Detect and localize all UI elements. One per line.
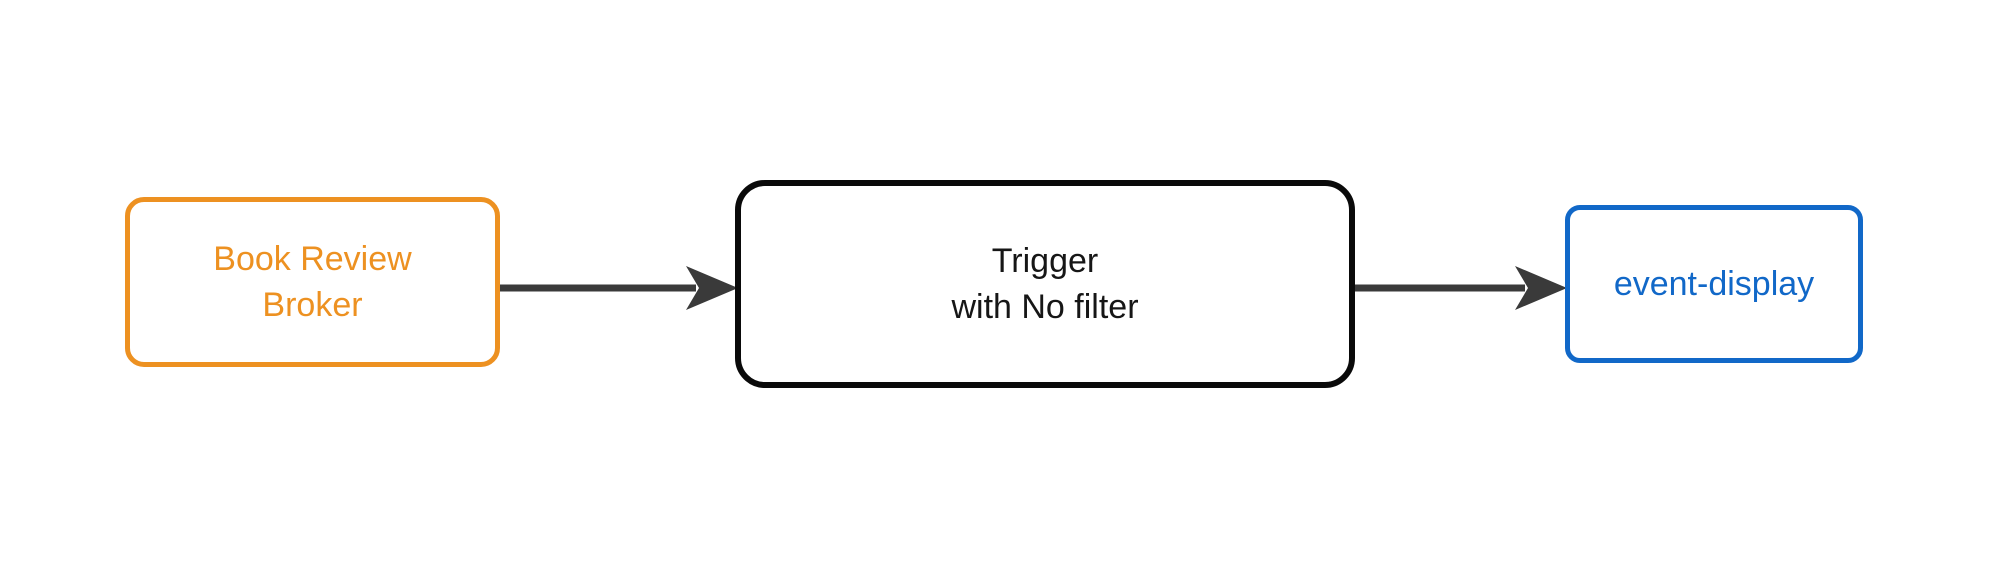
node-trigger-label-line-2: with No filter <box>951 288 1139 326</box>
node-trigger-label-line-1: Trigger <box>991 241 1099 280</box>
edge-trigger-to-sink <box>1355 260 1567 316</box>
edge-broker-to-trigger <box>500 260 738 316</box>
node-trigger[interactable]: Trigger with No filter <box>735 180 1355 388</box>
arrowhead-icon <box>686 266 738 310</box>
node-book-review-broker[interactable]: Book Review Broker <box>125 197 500 367</box>
node-broker-label-line-2: Broker <box>262 286 363 324</box>
arrowhead-icon <box>1515 266 1567 310</box>
node-event-display[interactable]: event-display <box>1565 205 1863 363</box>
node-sink-label: event-display <box>1613 264 1815 303</box>
node-broker-label-line-1: Book Review <box>213 239 412 278</box>
